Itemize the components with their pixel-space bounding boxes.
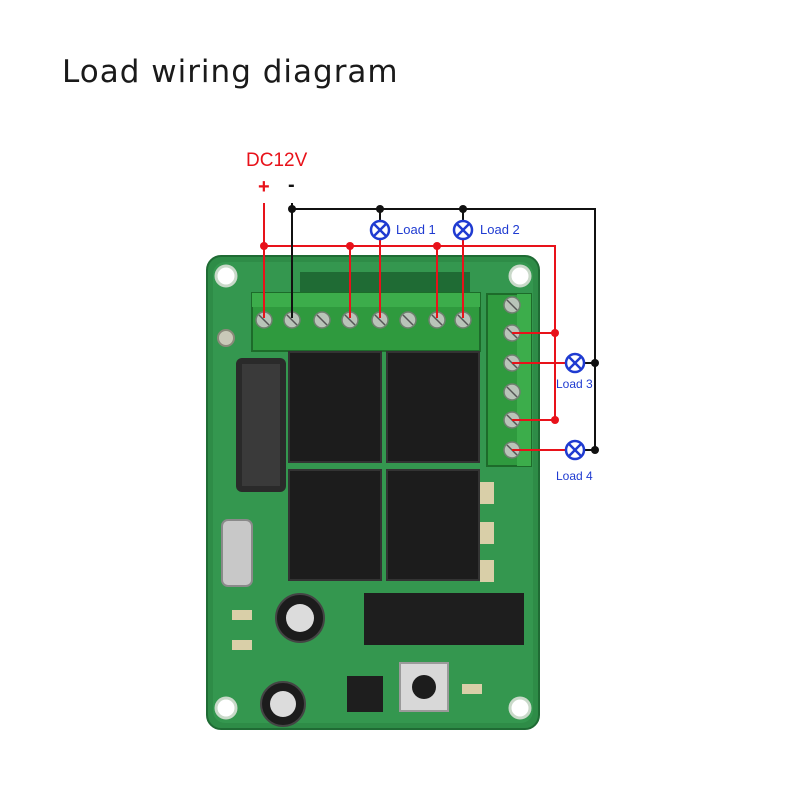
resistor [462, 684, 482, 694]
mounting-hole [214, 696, 238, 720]
crystal [221, 519, 253, 587]
wire-junctions [260, 205, 599, 454]
mounting-hole [214, 264, 238, 288]
positive-terminal-label: + [258, 176, 270, 198]
decoder-ic [364, 593, 524, 645]
resistor [232, 610, 252, 620]
load-2-lamp-icon [452, 219, 474, 241]
load-4-lamp-icon [564, 439, 586, 461]
resistor [480, 522, 494, 544]
mounting-hole [508, 696, 532, 720]
relay-board [206, 255, 540, 730]
relay-3 [288, 469, 382, 581]
load-3-lamp-icon [564, 352, 586, 374]
terminal-screws [255, 296, 521, 459]
mounting-hole [508, 264, 532, 288]
load-3-label: Load 3 [556, 377, 593, 391]
negative-terminal-label: - [288, 174, 295, 196]
resistor [480, 560, 494, 582]
diagram-title: Load wiring diagram [62, 54, 399, 90]
load-2-label: Load 2 [480, 222, 520, 237]
load-1-label: Load 1 [396, 222, 436, 237]
load-4-label: Load 4 [556, 469, 593, 483]
relay-4 [386, 469, 480, 581]
resistor [232, 640, 252, 650]
antenna-pad [217, 329, 235, 347]
antenna-coil [236, 358, 286, 492]
relay-1 [288, 351, 382, 463]
top-terminal-block [251, 292, 481, 352]
small-ic [347, 676, 383, 712]
load-1-lamp-icon [369, 219, 391, 241]
right-terminal-block [486, 293, 532, 467]
resistor [480, 482, 494, 504]
power-label: DC12V [246, 150, 308, 171]
relay-2 [386, 351, 480, 463]
